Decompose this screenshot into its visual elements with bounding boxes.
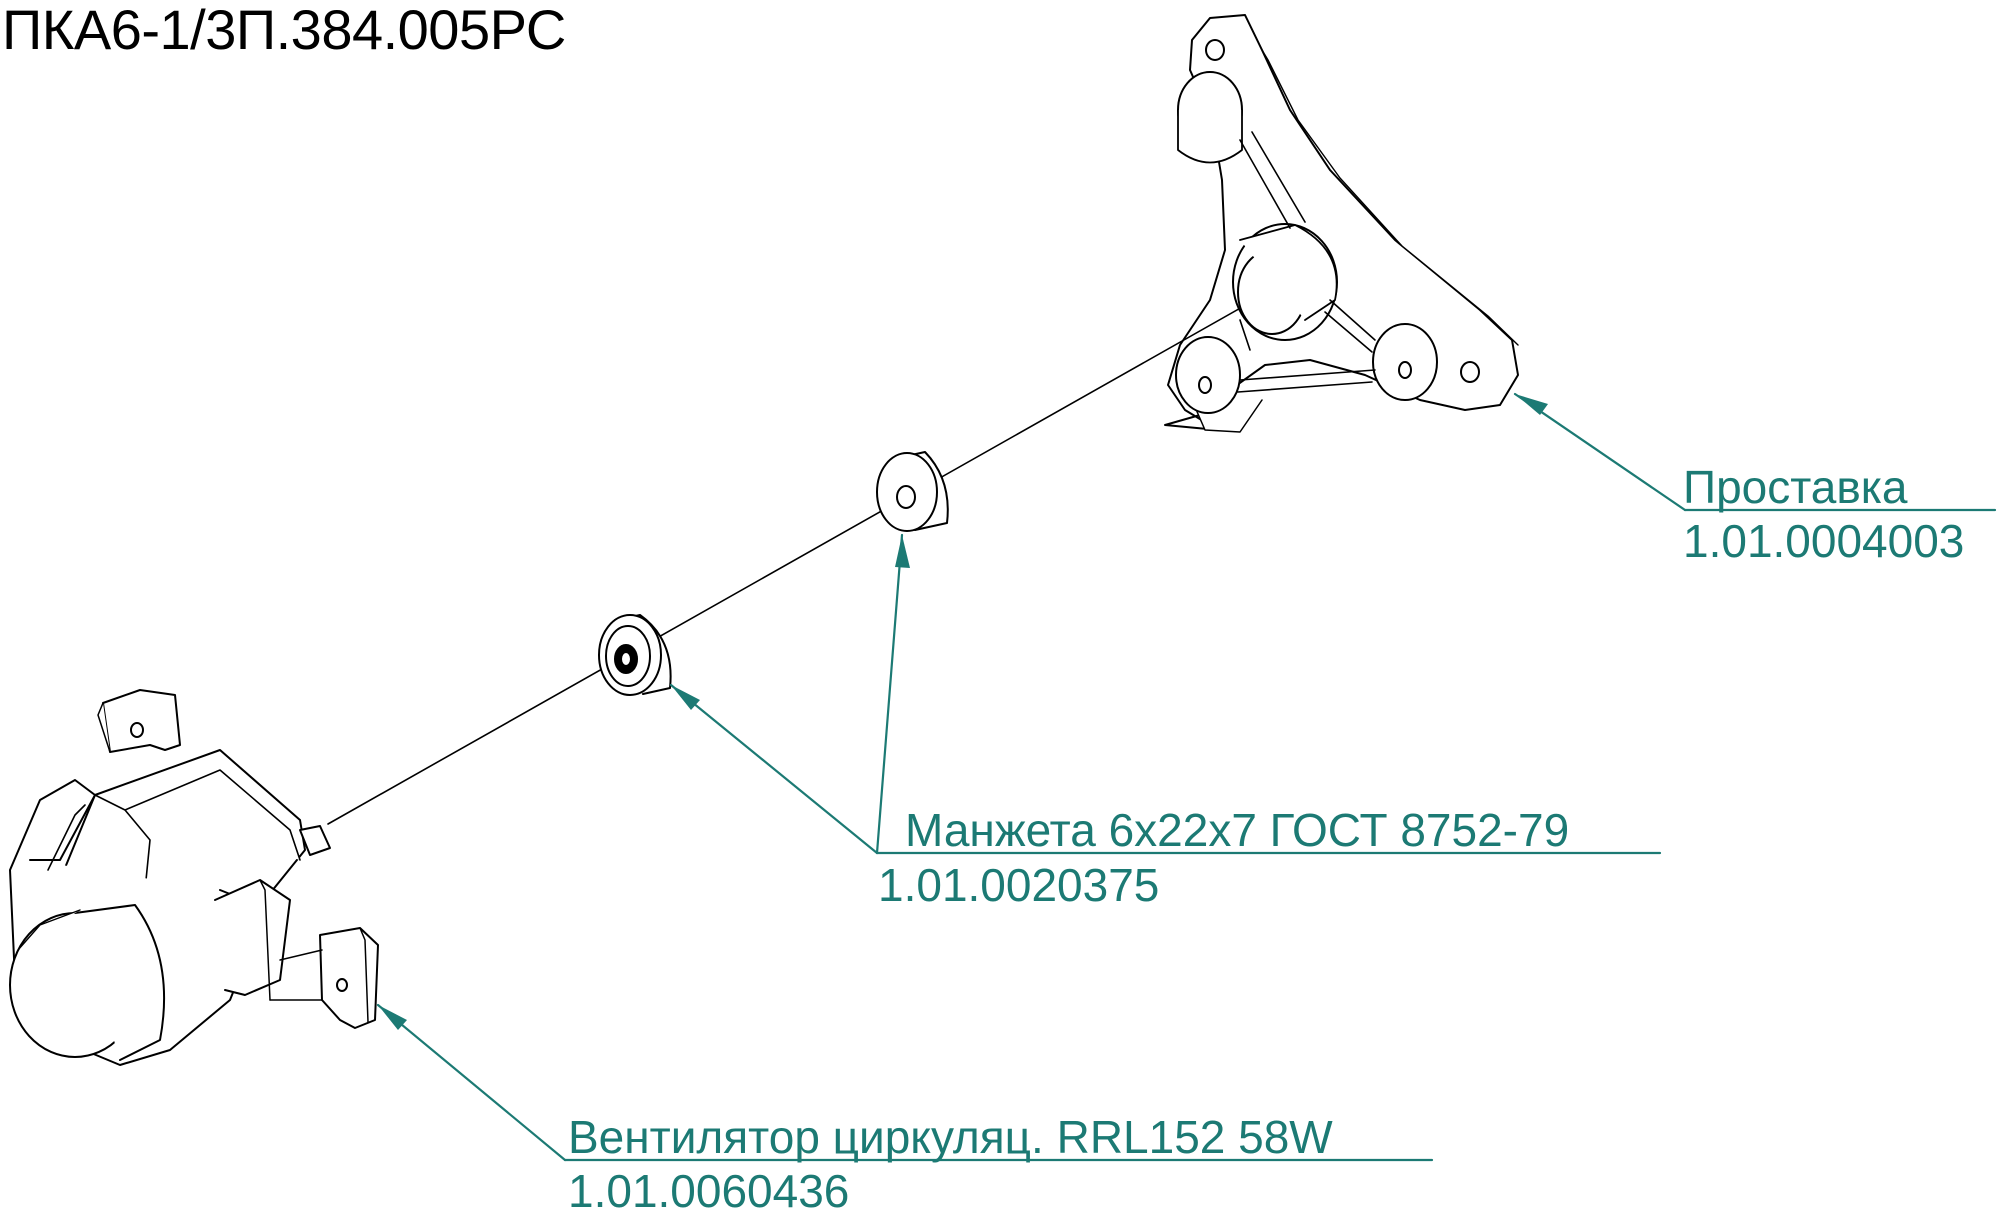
washer-leader <box>875 533 904 855</box>
spacer-part <box>1164 14 1519 433</box>
fan-arrowhead <box>378 1005 407 1030</box>
spacer-arrowhead <box>1515 394 1548 415</box>
cuff-leader <box>669 683 879 855</box>
fan-leader <box>376 1003 567 1162</box>
cuff-code: 1.01.0020375 <box>878 859 1160 911</box>
cuff-label: Манжета 6x22x7 ГОСТ 8752-79 <box>905 804 1570 856</box>
fan-code: 1.01.0060436 <box>568 1165 850 1217</box>
drawing-title: ПКА6-1/3П.384.005РС <box>2 0 566 61</box>
fan-part <box>9 689 379 1066</box>
assembly-axis-line <box>327 279 1291 825</box>
spacer-leader <box>1513 392 1687 512</box>
flat-washer-part <box>876 451 949 532</box>
boss-bottom-left <box>1175 336 1241 414</box>
cuff-seal-part <box>598 614 672 696</box>
fan-label: Вентилятор циркуляц. RRL152 58W <box>568 1111 1333 1163</box>
spacer-label: Проставка <box>1683 461 1908 513</box>
cuff-arrowhead <box>671 685 700 710</box>
washer-arrowhead <box>895 535 910 568</box>
spacer-code: 1.01.0004003 <box>1683 515 1965 567</box>
